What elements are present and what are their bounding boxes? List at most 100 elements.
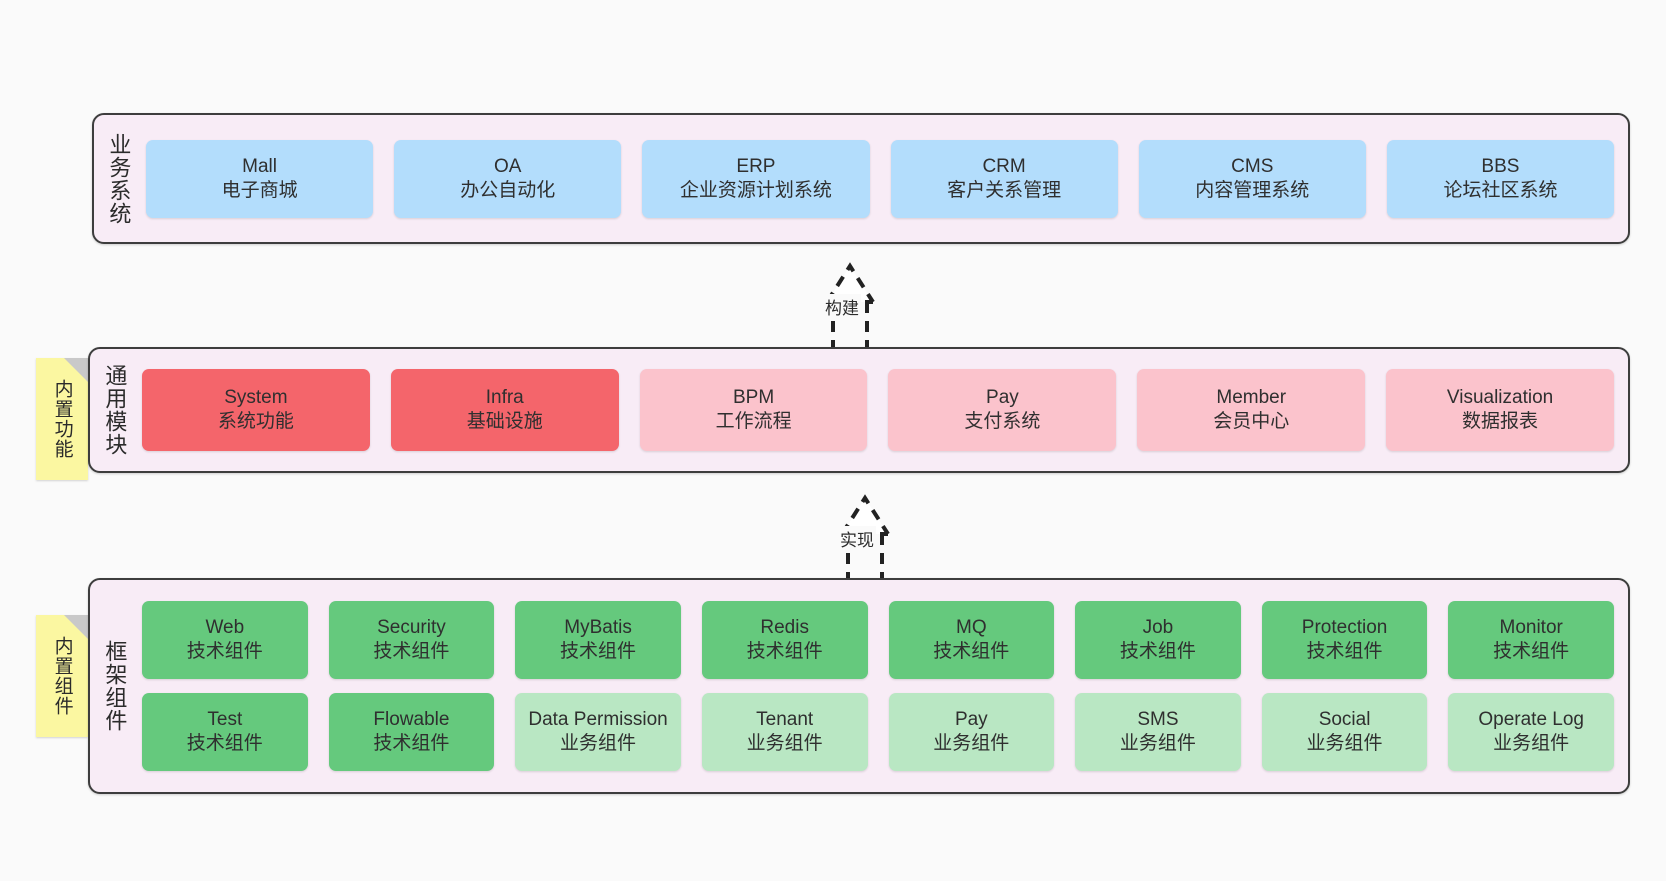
card-sms-subtitle: 业务组件 [1119,733,1196,754]
card-member-subtitle: 会员中心 [1213,411,1290,432]
card-tenant-title: Tenant [756,709,814,731]
card-mall-subtitle: 电子商城 [221,179,298,201]
card-pay-component[interactable]: Pay 业务组件 [888,693,1055,771]
card-mq-title: MQ [956,617,987,639]
card-pay-component-subtitle: 业务组件 [933,733,1010,754]
layer-framework-component: 框架组件 Web 技术组件 Security 技术组件 MyBatis 技术组件… [88,578,1630,794]
card-visualization[interactable]: Visualization 数据报表 [1386,369,1614,451]
layer-common-module: 通用模块 System 系统功能 Infra 基础设施 BPM 工作流程 Pay… [88,347,1630,473]
card-protection[interactable]: Protection 技术组件 [1261,601,1428,679]
card-data-permission-subtitle: 业务组件 [560,733,637,754]
layer-title-common-module: 通用模块 [102,364,128,456]
card-flowable[interactable]: Flowable 技术组件 [328,693,495,771]
card-job-subtitle: 技术组件 [1119,641,1196,662]
sticky-fold-corner-icon [64,358,88,382]
layer-business-system: 业务系统 Mall 电子商城 OA 办公自动化 ERP 企业资源计划系统 CRM… [92,113,1630,244]
card-data-permission-title: Data Permission [528,709,668,731]
sticky-note-builtin-function-label: 内置功能 [51,379,73,459]
card-mq[interactable]: MQ 技术组件 [888,601,1055,679]
card-protection-title: Protection [1301,617,1388,639]
card-mybatis-subtitle: 技术组件 [560,641,637,662]
card-oa-title: OA [494,155,522,177]
card-member-title: Member [1216,387,1287,409]
card-mybatis[interactable]: MyBatis 技术组件 [515,601,681,679]
card-security[interactable]: Security 技术组件 [328,601,495,679]
card-bbs-title: BBS [1481,155,1520,177]
card-security-subtitle: 技术组件 [373,641,450,662]
card-bpm[interactable]: BPM 工作流程 [639,369,868,451]
card-flowable-subtitle: 技术组件 [373,733,450,754]
card-crm-subtitle: 客户关系管理 [947,179,1062,201]
layer-title-business-system: 业务系统 [106,132,132,225]
module-row: System 系统功能 Infra 基础设施 BPM 工作流程 Pay 支付系统… [142,369,1614,451]
card-redis[interactable]: Redis 技术组件 [701,601,868,679]
card-operate-log-subtitle: 业务组件 [1493,733,1570,754]
sticky-note-builtin-function: 内置功能 [36,358,88,480]
card-erp-title: ERP [736,155,776,177]
card-job[interactable]: Job 技术组件 [1075,601,1241,679]
layer-body-common-module: System 系统功能 Infra 基础设施 BPM 工作流程 Pay 支付系统… [138,349,1628,471]
arrow-build: 构建 [755,258,945,350]
card-sms[interactable]: SMS 业务组件 [1075,693,1241,771]
card-social-title: Social [1318,709,1371,731]
card-redis-title: Redis [760,617,809,639]
card-test-subtitle: 技术组件 [186,733,263,754]
arrow-build-label: 构建 [823,294,861,319]
card-tenant-subtitle: 业务组件 [746,733,823,754]
card-oa[interactable]: OA 办公自动化 [394,139,622,218]
card-infra-subtitle: 基础设施 [466,411,543,432]
card-data-permission[interactable]: Data Permission 业务组件 [515,693,681,771]
card-job-title: Job [1142,617,1174,639]
card-web[interactable]: Web 技术组件 [142,601,308,679]
card-protection-subtitle: 技术组件 [1306,641,1383,662]
arrow-implement-label: 实现 [838,526,876,551]
sticky-fold-corner-icon [64,615,88,639]
card-security-title: Security [377,617,446,639]
layer-body-business-system: Mall 电子商城 OA 办公自动化 ERP 企业资源计划系统 CRM 客户关系… [142,115,1628,242]
card-operate-log[interactable]: Operate Log 业务组件 [1448,693,1614,771]
card-mybatis-title: MyBatis [564,617,632,639]
card-test[interactable]: Test 技术组件 [142,693,308,771]
card-erp[interactable]: ERP 企业资源计划系统 [642,139,870,218]
card-sms-title: SMS [1137,709,1179,731]
card-cms[interactable]: CMS 内容管理系统 [1138,139,1366,218]
card-tenant[interactable]: Tenant 业务组件 [701,693,868,771]
card-visualization-subtitle: 数据报表 [1462,411,1539,432]
card-pay[interactable]: Pay 支付系统 [888,369,1117,451]
card-mall-title: Mall [242,155,277,177]
card-social[interactable]: Social 业务组件 [1261,693,1428,771]
card-cms-title: CMS [1231,155,1274,177]
card-bpm-title: BPM [732,387,775,409]
card-cms-subtitle: 内容管理系统 [1195,179,1310,201]
card-social-subtitle: 业务组件 [1306,733,1383,754]
card-web-title: Web [205,617,245,639]
component-row-2: Test 技术组件 Flowable 技术组件 Data Permission … [142,693,1614,771]
card-monitor-subtitle: 技术组件 [1493,641,1570,662]
layer-title-framework-component: 框架组件 [102,640,128,732]
card-system[interactable]: System 系统功能 [142,369,370,451]
card-bbs[interactable]: BBS 论坛社区系统 [1386,139,1615,218]
arrow-implement: 实现 [770,490,960,582]
card-infra-title: Infra [485,387,524,409]
card-monitor[interactable]: Monitor 技术组件 [1448,601,1614,679]
sticky-note-builtin-component-label: 内置组件 [51,636,73,716]
card-pay-subtitle: 支付系统 [964,411,1041,432]
card-crm-title: CRM [982,155,1026,177]
card-operate-log-title: Operate Log [1478,709,1584,731]
card-test-title: Test [207,709,243,731]
layer-body-framework-component: Web 技术组件 Security 技术组件 MyBatis 技术组件 Redi… [138,580,1628,792]
card-flowable-title: Flowable [373,709,450,731]
card-mall[interactable]: Mall 电子商城 [146,139,374,218]
card-bpm-subtitle: 工作流程 [715,411,792,432]
card-erp-subtitle: 企业资源计划系统 [679,179,832,201]
card-oa-subtitle: 办公自动化 [460,179,556,201]
card-member[interactable]: Member 会员中心 [1137,369,1366,451]
card-pay-component-title: Pay [954,709,988,731]
card-infra[interactable]: Infra 基础设施 [390,369,619,451]
card-crm[interactable]: CRM 客户关系管理 [890,139,1118,218]
card-system-subtitle: 系统功能 [217,411,294,432]
card-system-title: System [224,387,288,409]
business-row: Mall 电子商城 OA 办公自动化 ERP 企业资源计划系统 CRM 客户关系… [146,139,1615,218]
card-mq-subtitle: 技术组件 [933,641,1010,662]
